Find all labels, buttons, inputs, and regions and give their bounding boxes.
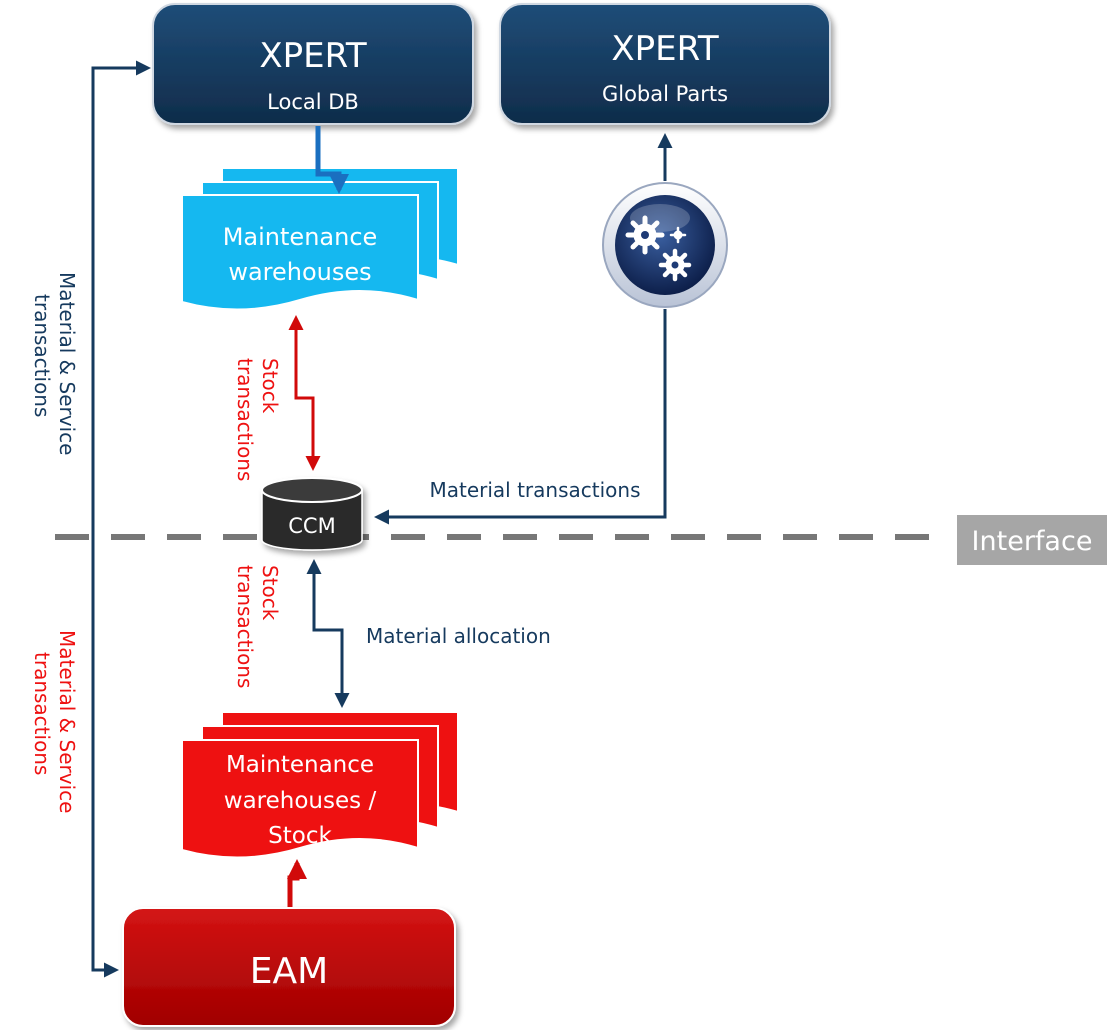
svg-text:Material & Service: Material & Service	[55, 630, 79, 813]
xpert-global-parts-subtitle: Global Parts	[602, 82, 728, 106]
material-service-lower-label: Material & Service transactions	[30, 630, 79, 813]
arrow-warehouses-ccm-stock	[288, 315, 321, 471]
material-transactions-label: Material transactions	[429, 478, 640, 502]
ccm-label: CCM	[288, 514, 335, 538]
arrow-eam-to-stock	[287, 859, 307, 908]
arrow-gears-to-ccm	[374, 309, 667, 525]
stock-transactions-lower-label: Stock transactions	[233, 565, 282, 688]
ccm-database-node[interactable]	[261, 477, 363, 551]
svg-text:Material & Service: Material & Service	[55, 272, 79, 455]
maintenance-warehouses-stock-node[interactable]	[181, 711, 459, 859]
svg-text:transactions: transactions	[30, 652, 54, 775]
maintenance-warehouses-line-1: Maintenance	[223, 223, 378, 251]
xpert-global-parts-node[interactable]	[499, 3, 831, 125]
maintenance-warehouses-node[interactable]	[181, 167, 459, 311]
interface-label: Interface	[972, 526, 1093, 557]
arrow-material-service-left	[91, 60, 151, 978]
material-service-upper-label: Material & Service transactions	[30, 272, 79, 455]
xpert-global-parts-title: XPERT	[611, 29, 718, 69]
svg-text:transactions: transactions	[30, 294, 54, 417]
arrow-ccm-material-allocation	[306, 559, 350, 708]
xpert-local-db-title: XPERT	[259, 36, 366, 76]
maintenance-stock-line-1: Maintenance	[226, 752, 374, 778]
material-allocation-label: Material allocation	[366, 624, 551, 648]
xpert-local-db-node[interactable]	[152, 3, 474, 125]
gears-icon	[602, 182, 728, 308]
svg-text:transactions: transactions	[233, 358, 257, 481]
xpert-local-db-subtitle: Local DB	[267, 90, 359, 114]
eam-label: EAM	[250, 951, 328, 992]
maintenance-warehouses-line-2: warehouses	[228, 258, 371, 286]
svg-text:transactions: transactions	[233, 565, 257, 688]
maintenance-stock-line-2: warehouses /	[224, 788, 377, 814]
interface-label-box	[957, 515, 1107, 565]
stock-transactions-upper-label: Stock transactions	[233, 358, 282, 481]
arrow-localdb-to-warehouses	[315, 126, 349, 194]
svg-text:Stock: Stock	[258, 565, 282, 621]
svg-text:Stock: Stock	[258, 358, 282, 414]
maintenance-stock-line-3: Stock	[268, 823, 332, 849]
